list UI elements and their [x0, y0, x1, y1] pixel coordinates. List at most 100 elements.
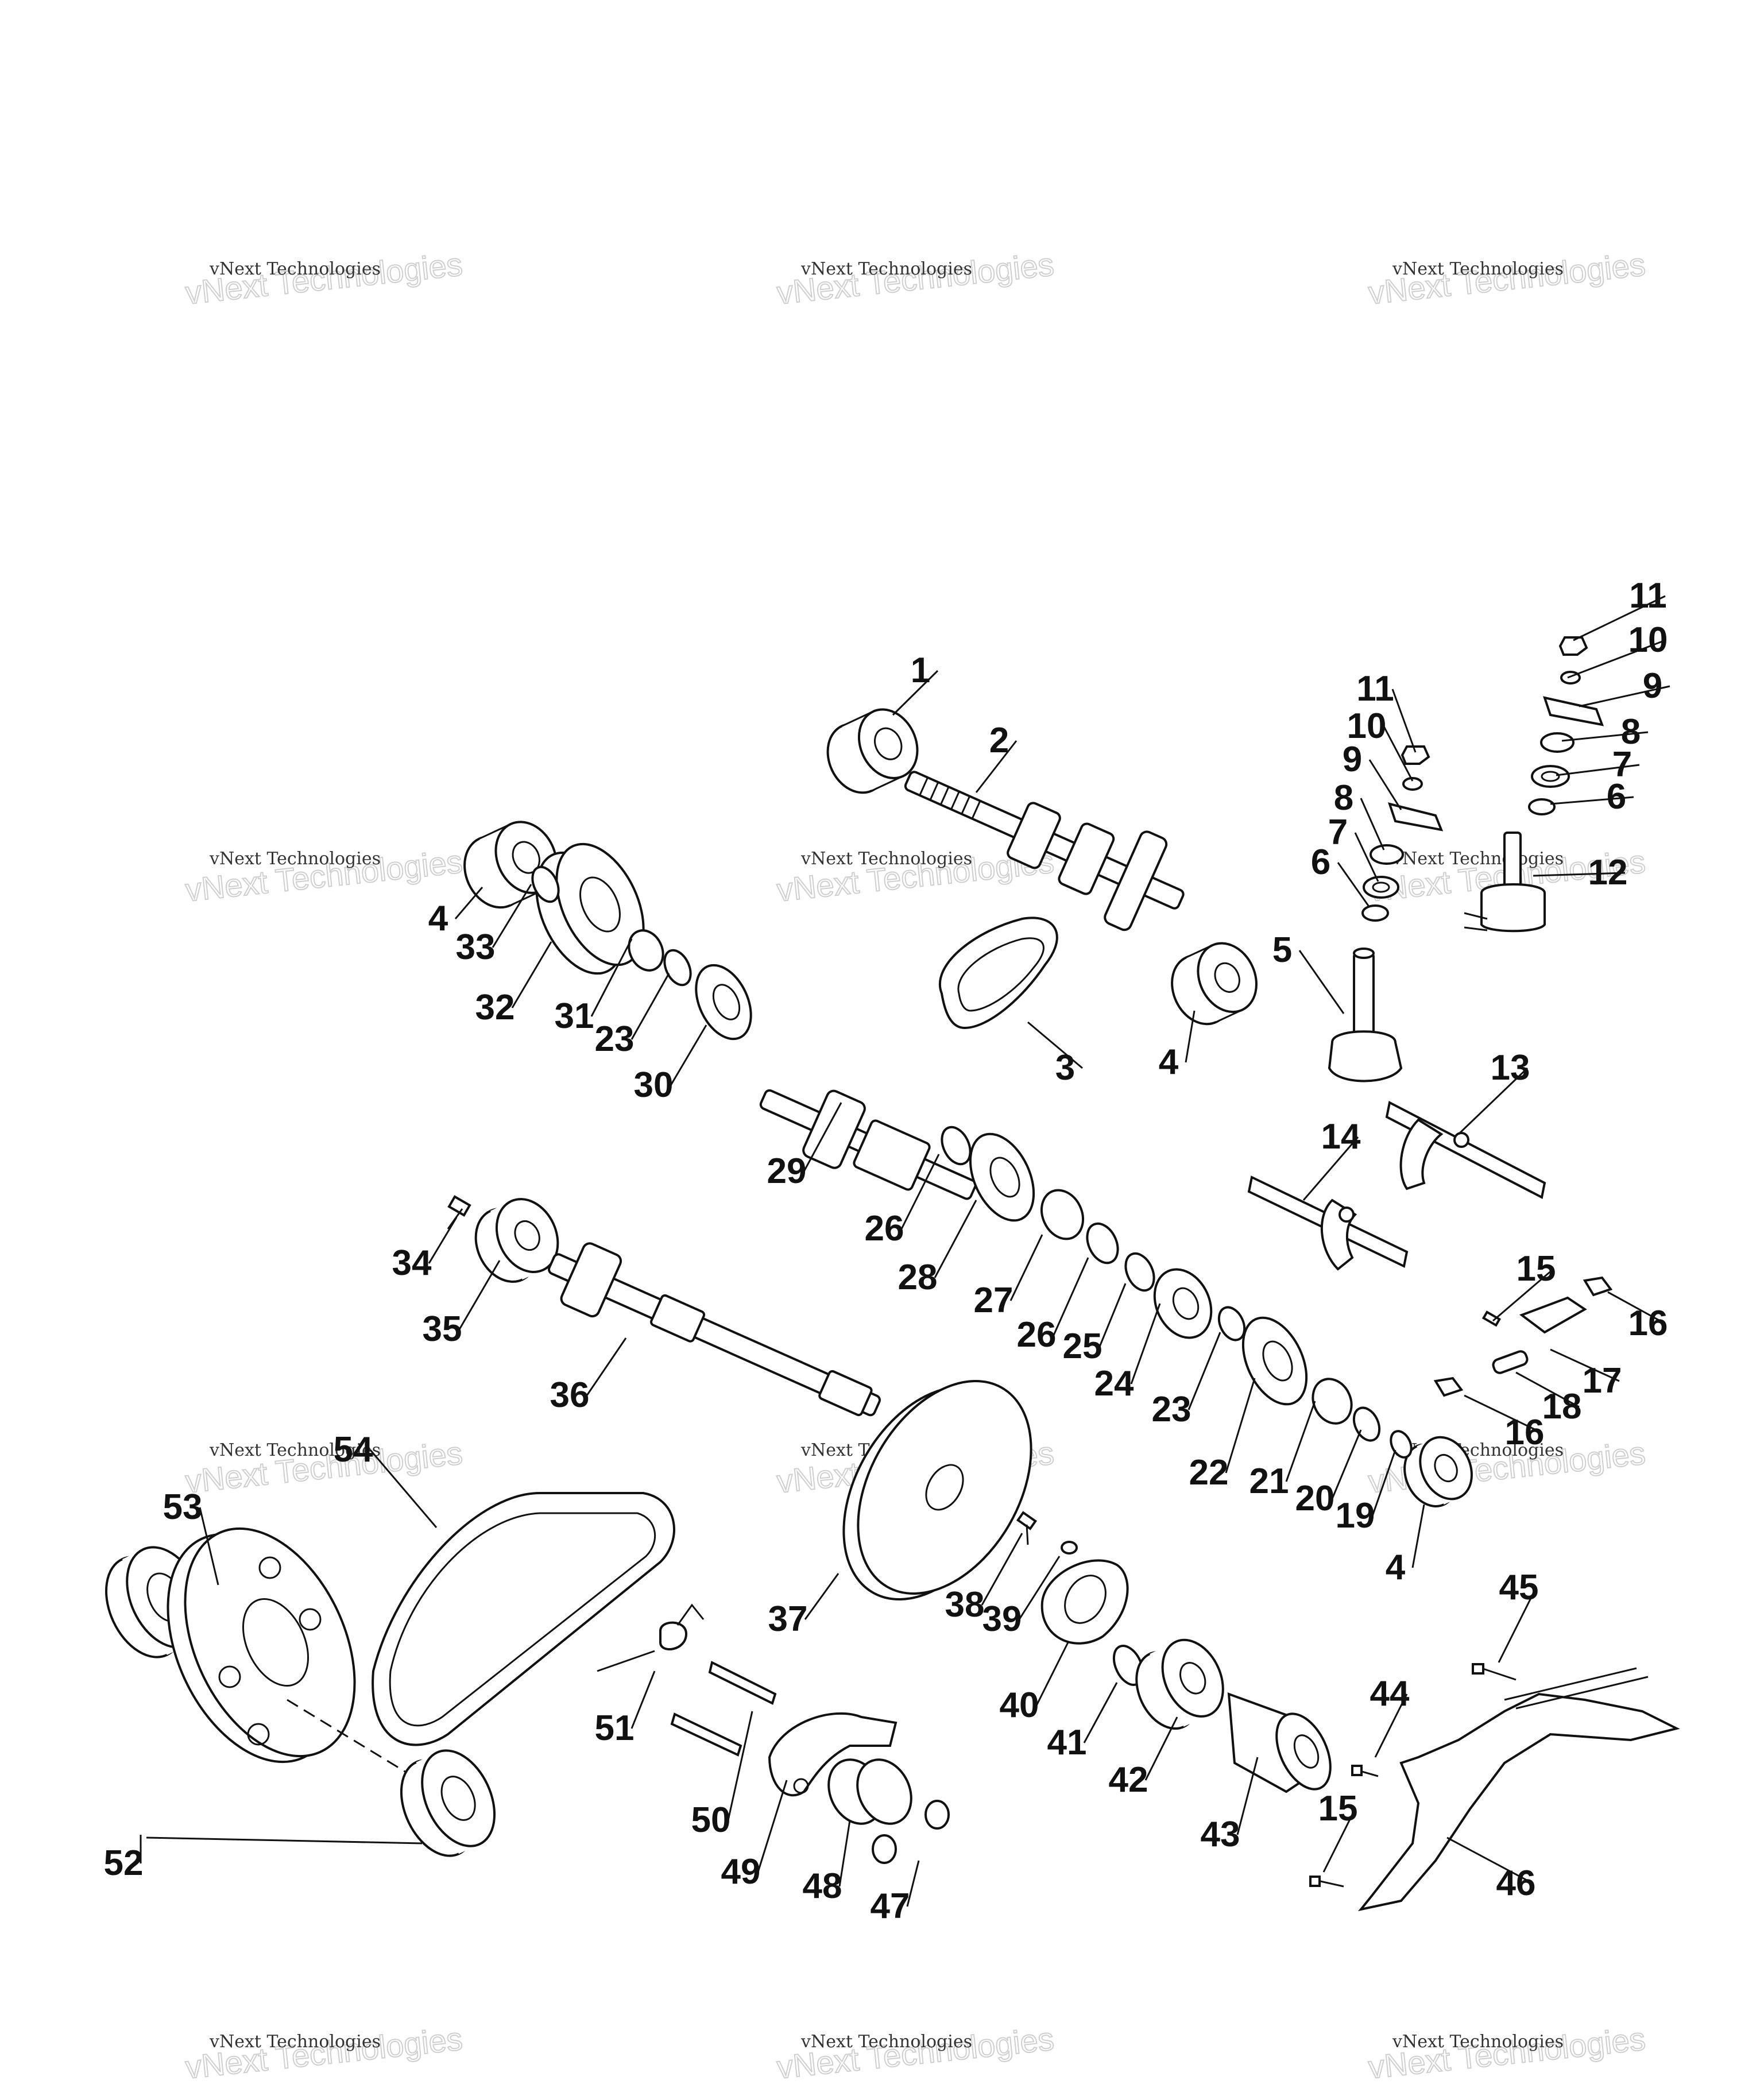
leader-line-c23b: [1187, 1332, 1221, 1410]
callout-c19: 19: [1336, 1496, 1375, 1536]
gear-48: [827, 1758, 912, 1825]
watermark-text: vNext Technologies: [1392, 849, 1564, 869]
leader-line-c3: [1027, 1021, 1083, 1069]
leader-line-c10b: [1567, 639, 1666, 679]
watermark-text: vNext Technologies: [209, 849, 381, 869]
callout-c17: 17: [1583, 1361, 1622, 1401]
watermark-text: vNext Technologies: [800, 259, 972, 279]
leader-line-c9a: [1368, 759, 1402, 810]
callout-c4c: 4: [1386, 1548, 1406, 1587]
callout-labels: 1234445667788991010111112131415151616171…: [104, 576, 1668, 1926]
callout-c32: 32: [475, 988, 515, 1027]
leader-line-c10a: [1383, 726, 1414, 782]
callout-c48: 48: [803, 1866, 842, 1906]
callout-c18: 18: [1542, 1387, 1582, 1426]
callout-c41: 41: [1047, 1723, 1087, 1762]
callout-c1: 1: [911, 651, 930, 690]
leader-line-c31: [590, 938, 633, 1017]
callout-c15a: 15: [1517, 1249, 1556, 1289]
bolt-34: [447, 1195, 471, 1229]
leader-line-c26b: [1053, 1257, 1089, 1336]
callout-c11a: 11: [1356, 669, 1394, 709]
callout-c44: 44: [1370, 1674, 1410, 1714]
leader-line-c39: [1018, 1556, 1061, 1620]
callout-c4b: 4: [1159, 1042, 1179, 1082]
callout-c8a: 8: [1334, 778, 1353, 818]
leader-line-c7b: [1556, 764, 1640, 776]
callout-c9b: 9: [1643, 666, 1662, 706]
callout-c3: 3: [1055, 1048, 1075, 1088]
countershaft-29: [759, 1089, 977, 1200]
leader-line-c15a: [1492, 1268, 1554, 1322]
bearing-4-mid: [1171, 942, 1258, 1026]
bearing-4-top: [463, 821, 558, 909]
callout-c53: 53: [163, 1487, 203, 1527]
callout-c51: 51: [595, 1708, 635, 1748]
callout-c36: 36: [550, 1375, 590, 1415]
watermark-text: vNext Technologies: [1367, 2020, 1647, 2085]
leader-line-c26a: [900, 1154, 940, 1229]
leader-line-c53: [199, 1507, 219, 1586]
leader-line-c45: [1498, 1587, 1537, 1663]
watermark-text: vNext Technologies: [1392, 259, 1564, 279]
leader-line-c27: [1009, 1234, 1043, 1301]
washer-23-upper: [663, 949, 692, 987]
callout-c39: 39: [982, 1599, 1022, 1639]
shift-fork-13: [1385, 1101, 1546, 1199]
leader-line-c5: [1298, 950, 1345, 1014]
bearing-52-right: [400, 1749, 496, 1857]
chain-3: [938, 917, 1058, 1030]
leader-line-c43: [1236, 1757, 1259, 1835]
leader-line-c24: [1130, 1303, 1161, 1385]
washer-33: [531, 865, 560, 903]
leader-line-c14: [1302, 1136, 1359, 1201]
shift-drum-12: [1464, 832, 1546, 933]
leader-line-c13: [1457, 1067, 1529, 1135]
leader-lines: [140, 595, 1670, 1907]
bearing-1: [826, 708, 919, 794]
leader-line-c1: [892, 670, 939, 716]
callout-c29: 29: [767, 1151, 807, 1191]
callout-c5: 5: [1272, 930, 1292, 970]
leader-line-c11b: [1573, 595, 1666, 641]
leader-line-c15b: [1322, 1808, 1356, 1873]
washer-39: [1061, 1541, 1078, 1555]
gear-stack-lower: [941, 1126, 1413, 1459]
leader-line-c8a: [1360, 798, 1385, 850]
leader-line-c22: [1225, 1378, 1256, 1474]
callout-c46: 46: [1496, 1863, 1536, 1903]
leader-line-c8b: [1561, 731, 1649, 742]
watermark-text: vNext Technologies: [1392, 2032, 1564, 2052]
leader-line-c17: [1550, 1348, 1620, 1382]
leader-line-c16a: [1607, 1291, 1666, 1325]
bolt-15-lower: [1309, 1876, 1344, 1888]
leader-line-c4b: [1185, 1010, 1196, 1063]
bolt-44: [1351, 1765, 1379, 1777]
watermark-text: vNext Technologies: [209, 1440, 381, 1460]
callout-c16b: 16: [1505, 1413, 1545, 1452]
callout-c13: 13: [1491, 1048, 1530, 1088]
leader-line-c28: [934, 1200, 977, 1278]
leader-line-c49: [757, 1780, 788, 1873]
callout-c35: 35: [423, 1309, 462, 1349]
callout-c2: 2: [989, 721, 1009, 760]
leader-line-c36: [586, 1337, 627, 1396]
gear-53: [167, 1527, 356, 1764]
callout-c4a: 4: [428, 899, 448, 938]
callout-c52: 52: [104, 1843, 144, 1883]
callout-c26a: 26: [865, 1209, 904, 1248]
leader-line-c23a: [630, 973, 670, 1040]
leader-line-c4a: [454, 887, 483, 919]
leader-line-c35: [458, 1260, 501, 1330]
leader-line-c48: [838, 1820, 851, 1887]
leader-line-c7a: [1354, 832, 1379, 882]
callout-c10b: 10: [1628, 620, 1668, 660]
leader-52-join: [146, 1836, 423, 1845]
callout-c23a: 23: [595, 1019, 635, 1059]
callout-c38: 38: [945, 1585, 985, 1625]
gear-37: [842, 1380, 1032, 1600]
callout-c54: 54: [334, 1430, 373, 1470]
callout-c43: 43: [1201, 1815, 1240, 1854]
leader-line-c25: [1098, 1283, 1127, 1347]
shift-fork-14: [1247, 1176, 1409, 1271]
